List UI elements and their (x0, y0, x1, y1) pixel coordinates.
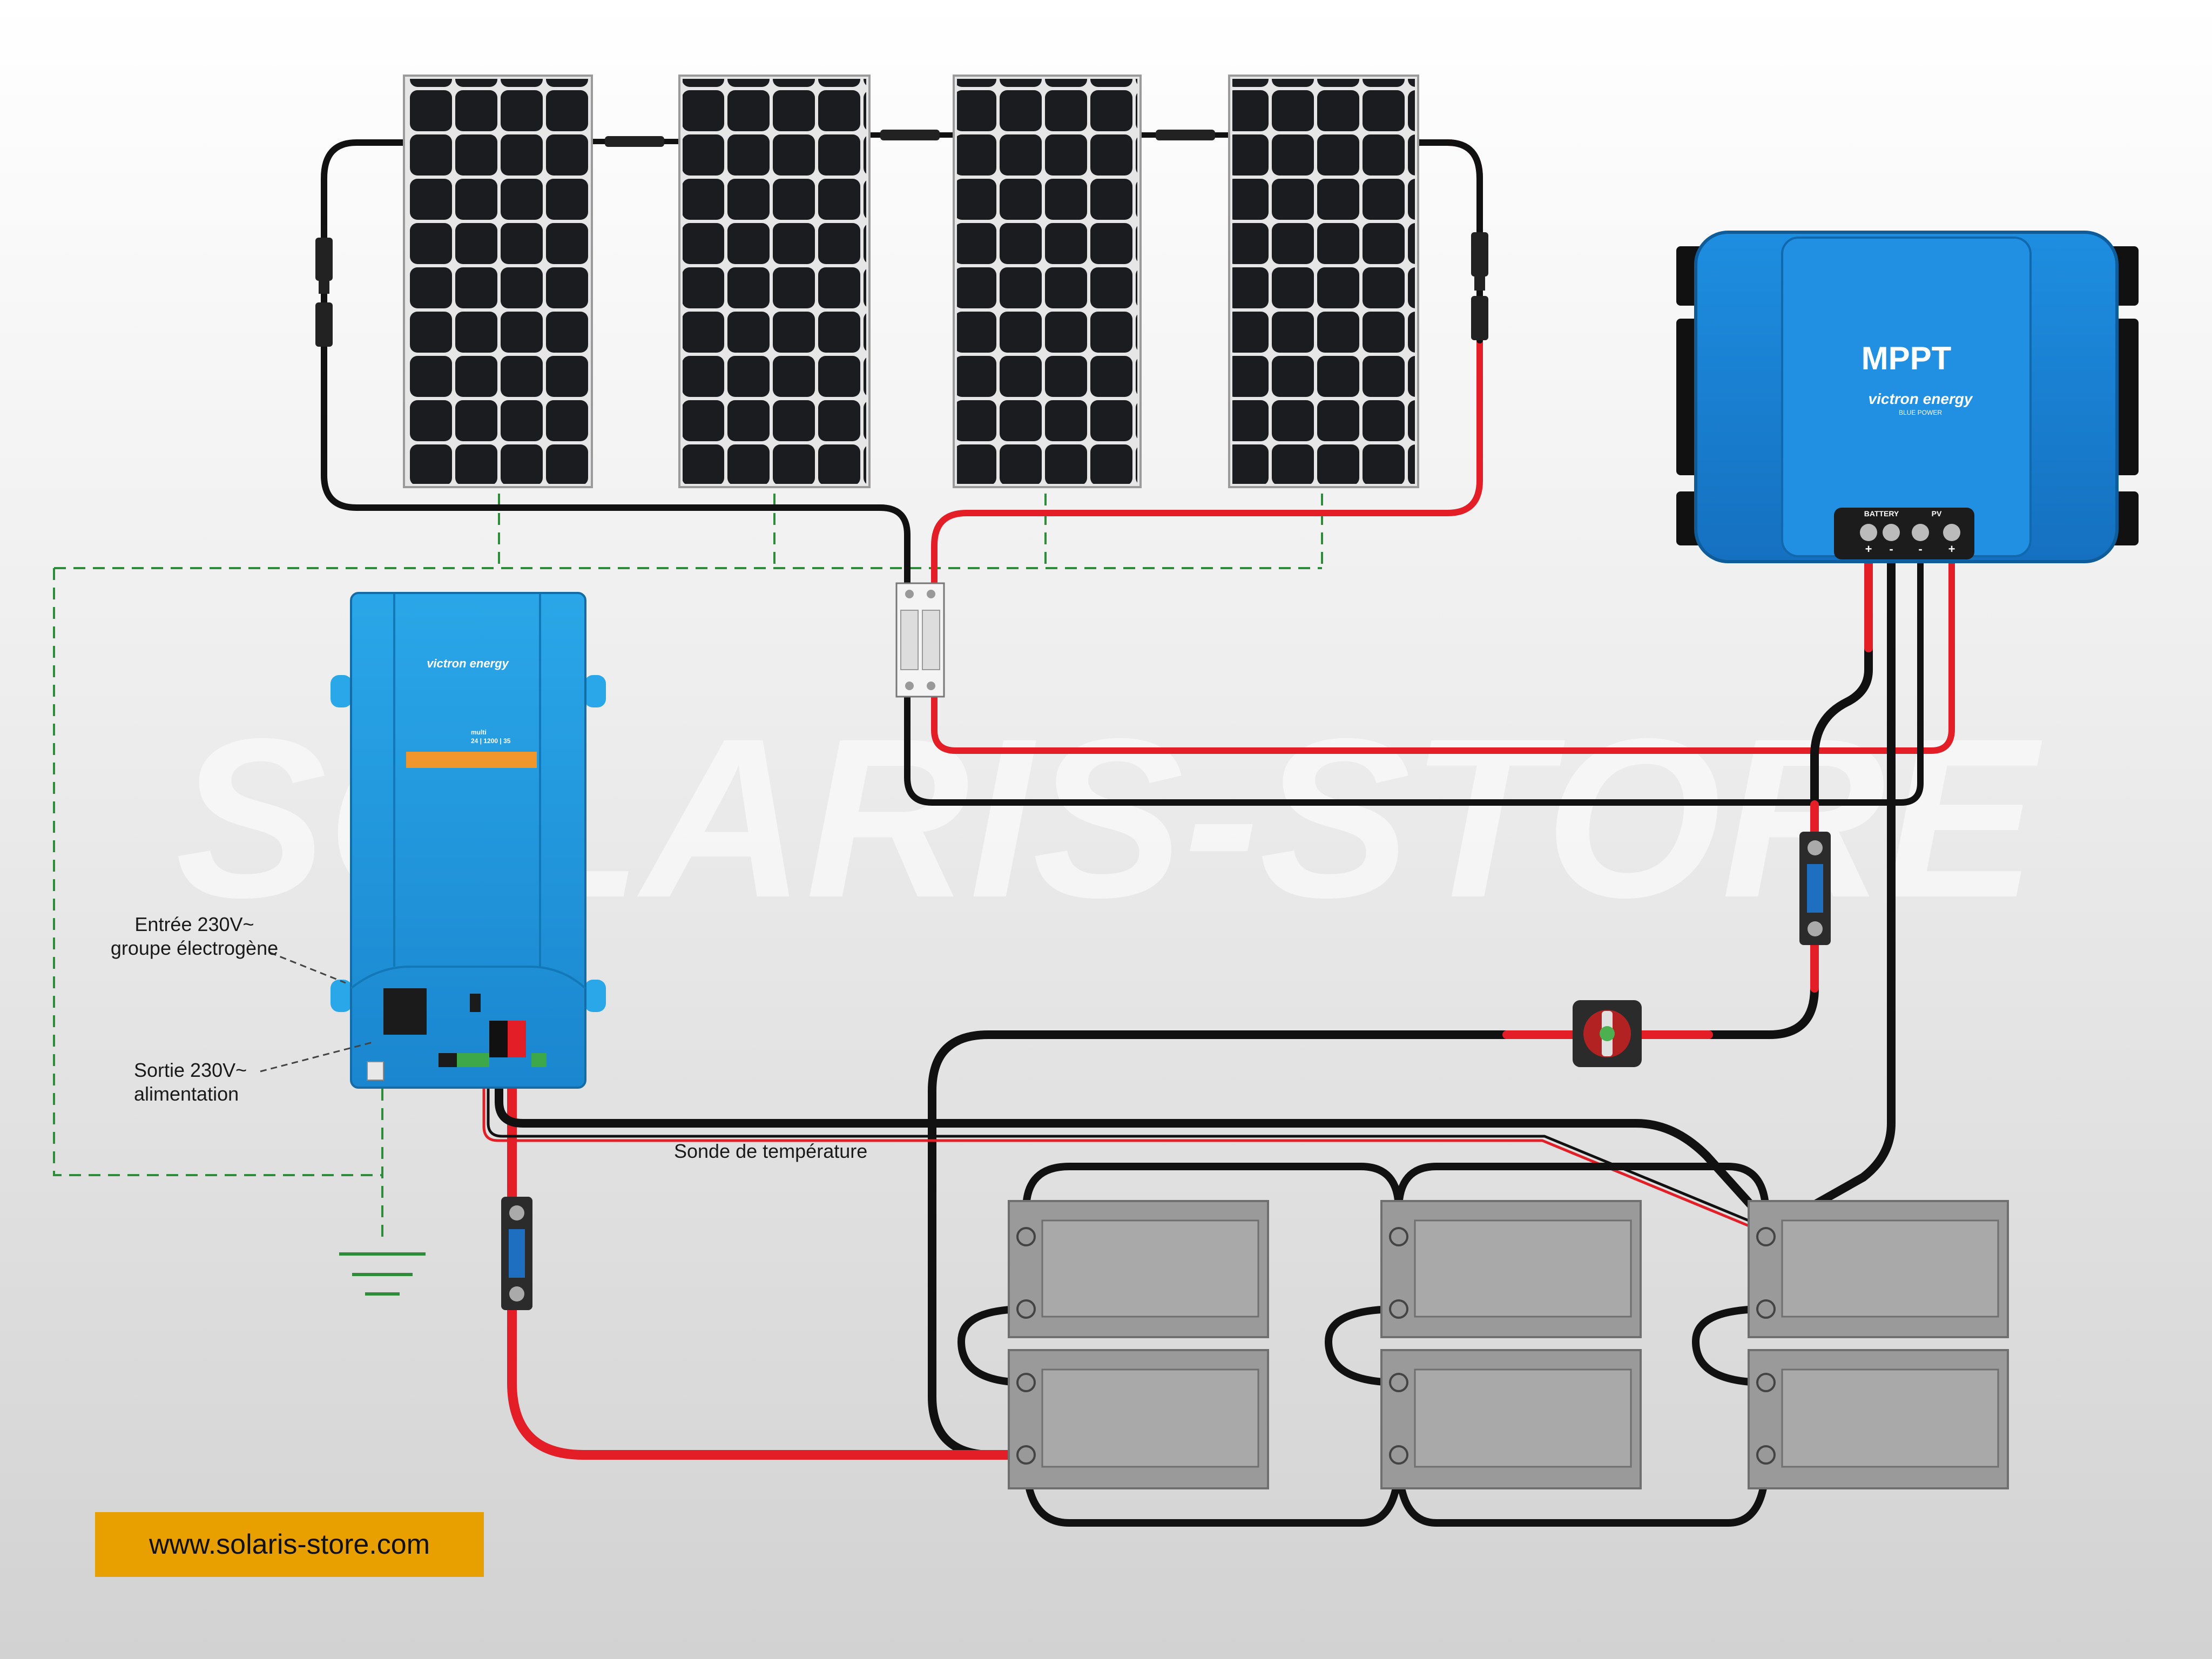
generator-input-line1: Entrée 230V~ (134, 913, 254, 935)
mppt-polarity-1: + (1865, 542, 1872, 556)
mppt-brand-tagline: BLUE POWER (1899, 409, 1942, 416)
mppt-controller (1676, 231, 2139, 563)
solar-panel-3 (953, 75, 1142, 488)
battery-icon (1748, 1349, 2009, 1489)
solar-panel-1 (403, 75, 593, 488)
battery-bank (1008, 1200, 2009, 1489)
multiplus-inverter (331, 592, 606, 1089)
solar-panel-4 (1228, 75, 1419, 488)
mppt-title: MPPT (1862, 340, 1952, 376)
dc-breaker-icon (895, 582, 945, 698)
battery-icon (1748, 1200, 2009, 1338)
generator-input-label: Entrée 230V~ groupe électrogène (70, 913, 319, 960)
fuse-icon (501, 832, 1831, 1310)
output-label: Sortie 230V~ alimentation (134, 1058, 328, 1106)
cables (321, 132, 1955, 1527)
mppt-polarity-4: + (1948, 542, 1955, 556)
ground-icon (339, 1252, 426, 1296)
mppt-polarity-2: - (1889, 542, 1893, 556)
output-line1: Sortie 230V~ (134, 1059, 247, 1081)
mc4-connector-icon (315, 130, 1488, 347)
multiplus-model-line2: 24 | 1200 | 35 (471, 737, 511, 745)
ground-bonding-lines (53, 494, 1323, 1237)
multiplus-model-line1: multi (471, 729, 487, 736)
battery-icon (1380, 1349, 1642, 1489)
battery-icon (1380, 1200, 1642, 1338)
battery-switch-icon (1573, 1000, 1642, 1067)
output-line2: alimentation (134, 1083, 239, 1105)
generator-input-line2: groupe électrogène (110, 937, 279, 959)
mppt-pv-label: PV (1932, 509, 1942, 518)
label-leaders (260, 952, 373, 1073)
mppt-battery-label: BATTERY (1864, 509, 1899, 518)
mppt-polarity-3: - (1918, 542, 1922, 556)
temperature-probe-label: Sonde de température (674, 1140, 868, 1162)
battery-icon (1008, 1200, 1269, 1338)
battery-icon (1008, 1349, 1269, 1489)
solar-panel-2 (678, 75, 871, 488)
mppt-brand: victron energy (1869, 390, 1973, 407)
multiplus-brand: victron energy (427, 657, 509, 670)
website-badge[interactable]: www.solaris-store.com (95, 1512, 484, 1577)
